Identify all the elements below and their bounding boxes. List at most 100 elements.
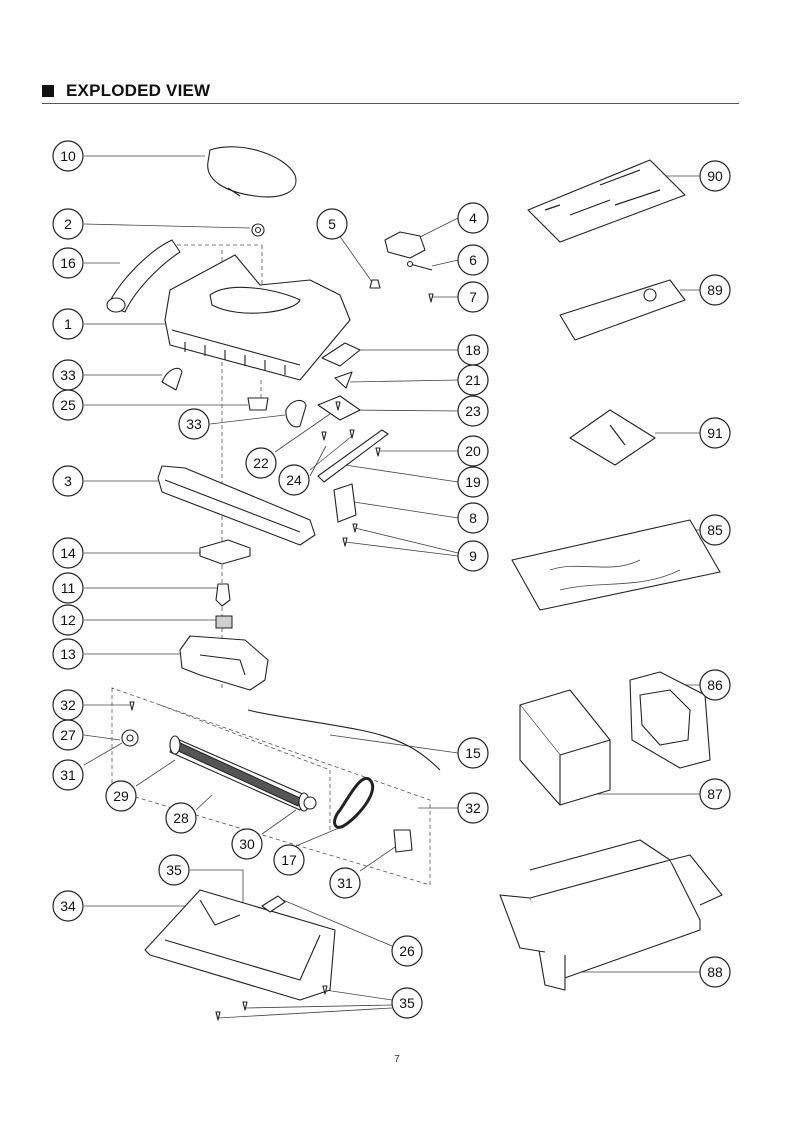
part-16-hose <box>106 239 181 313</box>
part-87-foam-block <box>519 689 611 806</box>
svg-text:33: 33 <box>186 416 202 432</box>
svg-text:19: 19 <box>465 474 481 490</box>
svg-text:31: 31 <box>60 767 76 783</box>
part-86-packing-insert <box>629 671 711 769</box>
callout-22: 22 <box>245 447 277 479</box>
callout-21: 21 <box>457 364 489 396</box>
callout-16: 16 <box>52 247 84 279</box>
svg-text:2: 2 <box>64 216 72 232</box>
part-20-screw <box>375 447 381 457</box>
callout-12: 12 <box>52 604 84 636</box>
svg-text:10: 10 <box>60 148 76 164</box>
callout-circles: 10 2 16 1 33 25 33 22 3 14 11 12 13 32 2… <box>52 140 731 1019</box>
callout-10: 10 <box>52 140 84 172</box>
part-8-plate <box>333 483 357 523</box>
page-title: EXPLODED VIEW <box>66 81 211 100</box>
svg-text:15: 15 <box>465 745 481 761</box>
part-33-latch-right <box>285 399 307 428</box>
part-29-brushroll <box>169 735 310 812</box>
callout-3: 3 <box>52 465 84 497</box>
callout-24: 24 <box>278 464 310 496</box>
callout-7: 7 <box>457 281 489 313</box>
svg-text:23: 23 <box>465 403 481 419</box>
svg-text:87: 87 <box>707 786 723 802</box>
part-3-bumper <box>157 465 316 546</box>
part-89-bag <box>559 279 686 341</box>
brushroll-assembly-frame <box>111 687 431 886</box>
part-88-carton <box>499 839 723 991</box>
callout-15: 15 <box>457 737 489 769</box>
part-27-bearing-left <box>121 729 139 747</box>
header-rule <box>42 103 739 104</box>
svg-text:29: 29 <box>113 788 129 804</box>
callout-2: 2 <box>52 208 84 240</box>
svg-text:31: 31 <box>337 875 353 891</box>
svg-text:89: 89 <box>707 282 723 298</box>
part-31-bearing-right <box>393 829 413 853</box>
part-12-socket <box>215 615 233 629</box>
part-21-spring <box>334 371 353 389</box>
callout-88: 88 <box>699 956 731 988</box>
svg-text:21: 21 <box>465 372 481 388</box>
callout-9: 9 <box>457 540 489 572</box>
callout-20: 20 <box>457 435 489 467</box>
svg-text:6: 6 <box>469 252 477 268</box>
part-11-bulb <box>215 583 231 607</box>
page-number: 7 <box>394 1054 400 1065</box>
callout-14: 14 <box>52 537 84 569</box>
svg-text:17: 17 <box>281 852 297 868</box>
part-13-lamp-housing <box>179 635 269 691</box>
section-header: EXPLODED VIEW <box>42 80 739 106</box>
svg-text:5: 5 <box>328 216 336 232</box>
callout-29: 29 <box>105 780 137 812</box>
svg-text:91: 91 <box>707 425 723 441</box>
svg-text:20: 20 <box>465 443 481 459</box>
callout-91: 91 <box>699 417 731 449</box>
svg-text:30: 30 <box>239 836 255 852</box>
callout-31-a: 31 <box>52 759 84 791</box>
part-6-pin <box>406 260 433 271</box>
part-30-end-cap <box>303 796 317 810</box>
part-91-card <box>569 409 656 466</box>
part-25-clip <box>247 397 269 411</box>
svg-text:88: 88 <box>707 964 723 980</box>
part-2-knob <box>251 223 265 237</box>
header-square-bullet <box>42 85 54 97</box>
svg-text:33: 33 <box>60 367 76 383</box>
callout-6: 6 <box>457 244 489 276</box>
svg-text:25: 25 <box>60 397 76 413</box>
callout-28: 28 <box>165 802 197 834</box>
callout-17: 17 <box>273 844 305 876</box>
callout-13: 13 <box>52 638 84 670</box>
part-7-screw <box>428 293 434 303</box>
svg-text:1: 1 <box>64 316 72 332</box>
callout-11: 11 <box>52 572 84 604</box>
callout-89: 89 <box>699 274 731 306</box>
callout-86: 86 <box>699 669 731 701</box>
callout-85: 85 <box>699 514 731 546</box>
svg-text:22: 22 <box>253 455 269 471</box>
svg-text:18: 18 <box>465 342 481 358</box>
callout-8: 8 <box>457 502 489 534</box>
callout-23: 23 <box>457 395 489 427</box>
part-17-belt <box>333 776 375 829</box>
svg-text:32: 32 <box>465 800 481 816</box>
callout-19: 19 <box>457 466 489 498</box>
svg-text:85: 85 <box>707 522 723 538</box>
callout-87: 87 <box>699 778 731 810</box>
callout-35-a: 35 <box>158 854 190 886</box>
callout-34: 34 <box>52 890 84 922</box>
part-34-base-plate <box>144 889 336 1001</box>
callout-18: 18 <box>457 334 489 366</box>
part-14-bracket <box>199 539 251 565</box>
part-24-screws <box>321 429 355 441</box>
part-33-latch-left <box>161 367 183 391</box>
callout-30: 30 <box>231 828 263 860</box>
leader-lines <box>83 155 700 1019</box>
svg-text:8: 8 <box>469 510 477 526</box>
svg-text:12: 12 <box>60 612 76 628</box>
svg-text:32: 32 <box>60 697 76 713</box>
part-23-screw <box>335 401 341 411</box>
callout-31-b: 31 <box>329 867 361 899</box>
part-90-manual <box>527 159 686 243</box>
